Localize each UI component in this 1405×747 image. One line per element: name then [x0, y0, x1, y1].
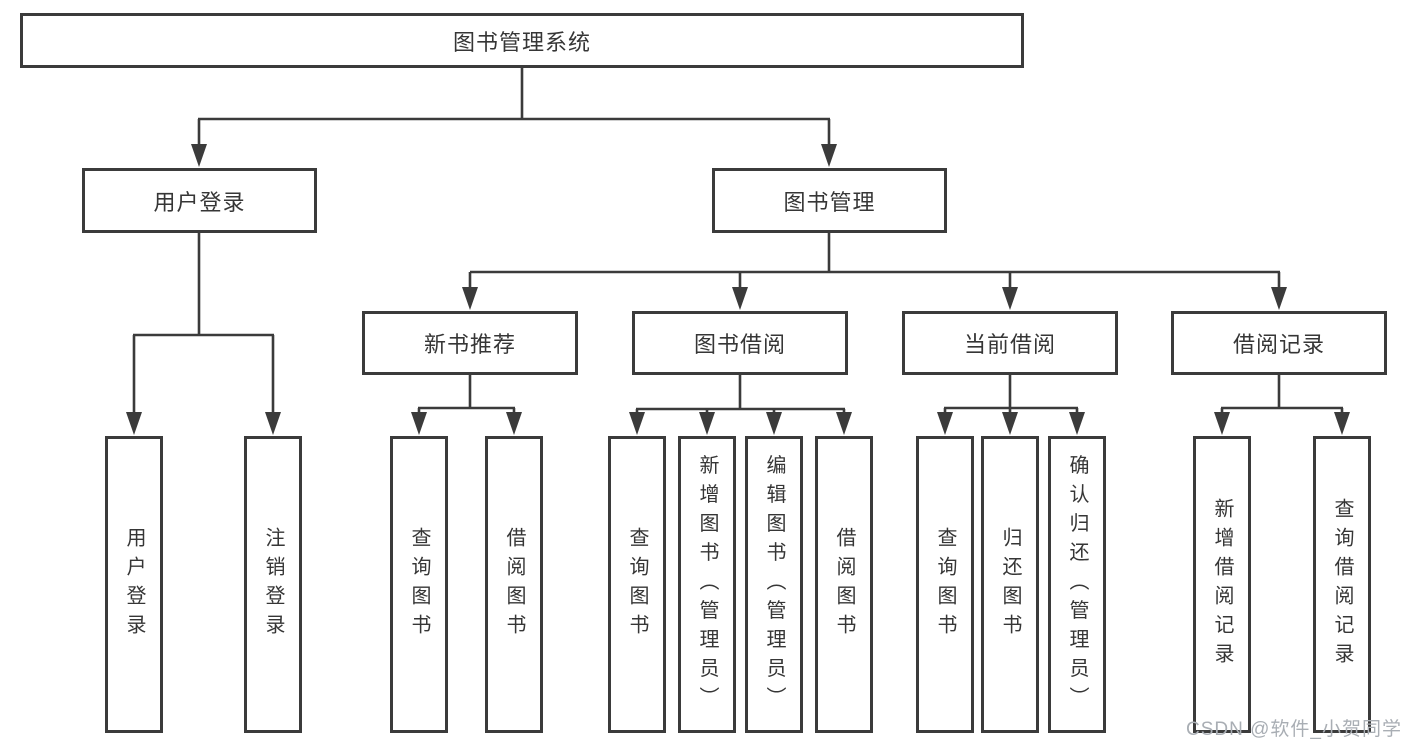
arrow-down-icon: [126, 412, 142, 435]
leaf-confirm-return-admin: 确认归还（管理员）: [1048, 436, 1106, 733]
leaf-label: 归还图书: [999, 526, 1021, 643]
connector-currentborrow-to-leaves: [943, 374, 1079, 414]
node-current-borrowing: 当前借阅: [902, 311, 1118, 375]
arrow-down-icon: [265, 412, 281, 435]
arrow-down-icon: [766, 412, 782, 435]
connector-root-to-level2: [197, 67, 831, 146]
node-book-borrowing: 图书借阅: [632, 311, 848, 375]
leaf-label: 查询图书: [408, 526, 430, 643]
arrow-down-icon: [462, 287, 478, 310]
leaf-query-books: 查询图书: [916, 436, 974, 733]
node-new-book-recommend: 新书推荐: [362, 311, 578, 375]
leaf-label: 新增借阅记录: [1211, 497, 1233, 672]
leaf-borrow-books: 借阅图书: [485, 436, 543, 733]
arrow-down-icon: [1214, 412, 1230, 435]
arrow-down-icon: [1334, 412, 1350, 435]
leaf-label: 查询借阅记录: [1331, 497, 1353, 672]
arrow-down-icon: [937, 412, 953, 435]
leaf-user-login: 用户登录: [105, 436, 163, 733]
leaf-label: 借阅图书: [833, 526, 855, 643]
leaf-edit-books-admin: 编辑图书（管理员）: [745, 436, 803, 733]
arrow-down-icon: [1002, 412, 1018, 435]
leaf-logout: 注销登录: [244, 436, 302, 733]
leaf-query-books: 查询图书: [608, 436, 666, 733]
node-book-management: 图书管理: [712, 168, 947, 233]
leaf-return-books: 归还图书: [981, 436, 1039, 733]
leaf-add-books-admin: 新增图书（管理员）: [678, 436, 736, 733]
leaf-label: 用户登录: [123, 526, 145, 643]
node-user-login: 用户登录: [82, 168, 317, 233]
arrow-down-icon: [821, 144, 837, 167]
leaf-label: 查询图书: [626, 526, 648, 643]
connector-newbookrec-to-leaves: [417, 374, 516, 414]
arrow-down-icon: [411, 412, 427, 435]
arrow-down-icon: [1271, 287, 1287, 310]
node-root-system: 图书管理系统: [20, 13, 1024, 68]
leaf-add-borrow-record: 新增借阅记录: [1193, 436, 1251, 733]
connector-borrowrecord-to-leaves: [1220, 374, 1344, 414]
arrow-down-icon: [191, 144, 207, 167]
arrow-down-icon: [629, 412, 645, 435]
arrow-down-icon: [506, 412, 522, 435]
leaf-label: 借阅图书: [503, 526, 525, 643]
leaf-label: 编辑图书（管理员）: [763, 454, 785, 715]
arrowheads: [126, 144, 1350, 435]
leaf-label: 查询图书: [934, 526, 956, 643]
connector-bookmgmt-to-level3: [468, 232, 1281, 289]
csdn-watermark: CSDN @软件_小贺同学: [1186, 719, 1402, 740]
arrow-down-icon: [1002, 287, 1018, 310]
arrow-down-icon: [699, 412, 715, 435]
leaf-label: 确认归还（管理员）: [1066, 454, 1088, 715]
leaf-label: 新增图书（管理员）: [696, 454, 718, 715]
node-borrow-records: 借阅记录: [1171, 311, 1387, 375]
leaf-query-borrow-record: 查询借阅记录: [1313, 436, 1371, 733]
connector-userlogin-to-leaves: [132, 232, 275, 414]
leaf-label: 注销登录: [262, 526, 284, 643]
leaf-borrow-books: 借阅图书: [815, 436, 873, 733]
arrow-down-icon: [1069, 412, 1085, 435]
connector-bookborrow-to-leaves: [635, 374, 846, 414]
leaf-query-books: 查询图书: [390, 436, 448, 733]
arrow-down-icon: [836, 412, 852, 435]
arrow-down-icon: [732, 287, 748, 310]
